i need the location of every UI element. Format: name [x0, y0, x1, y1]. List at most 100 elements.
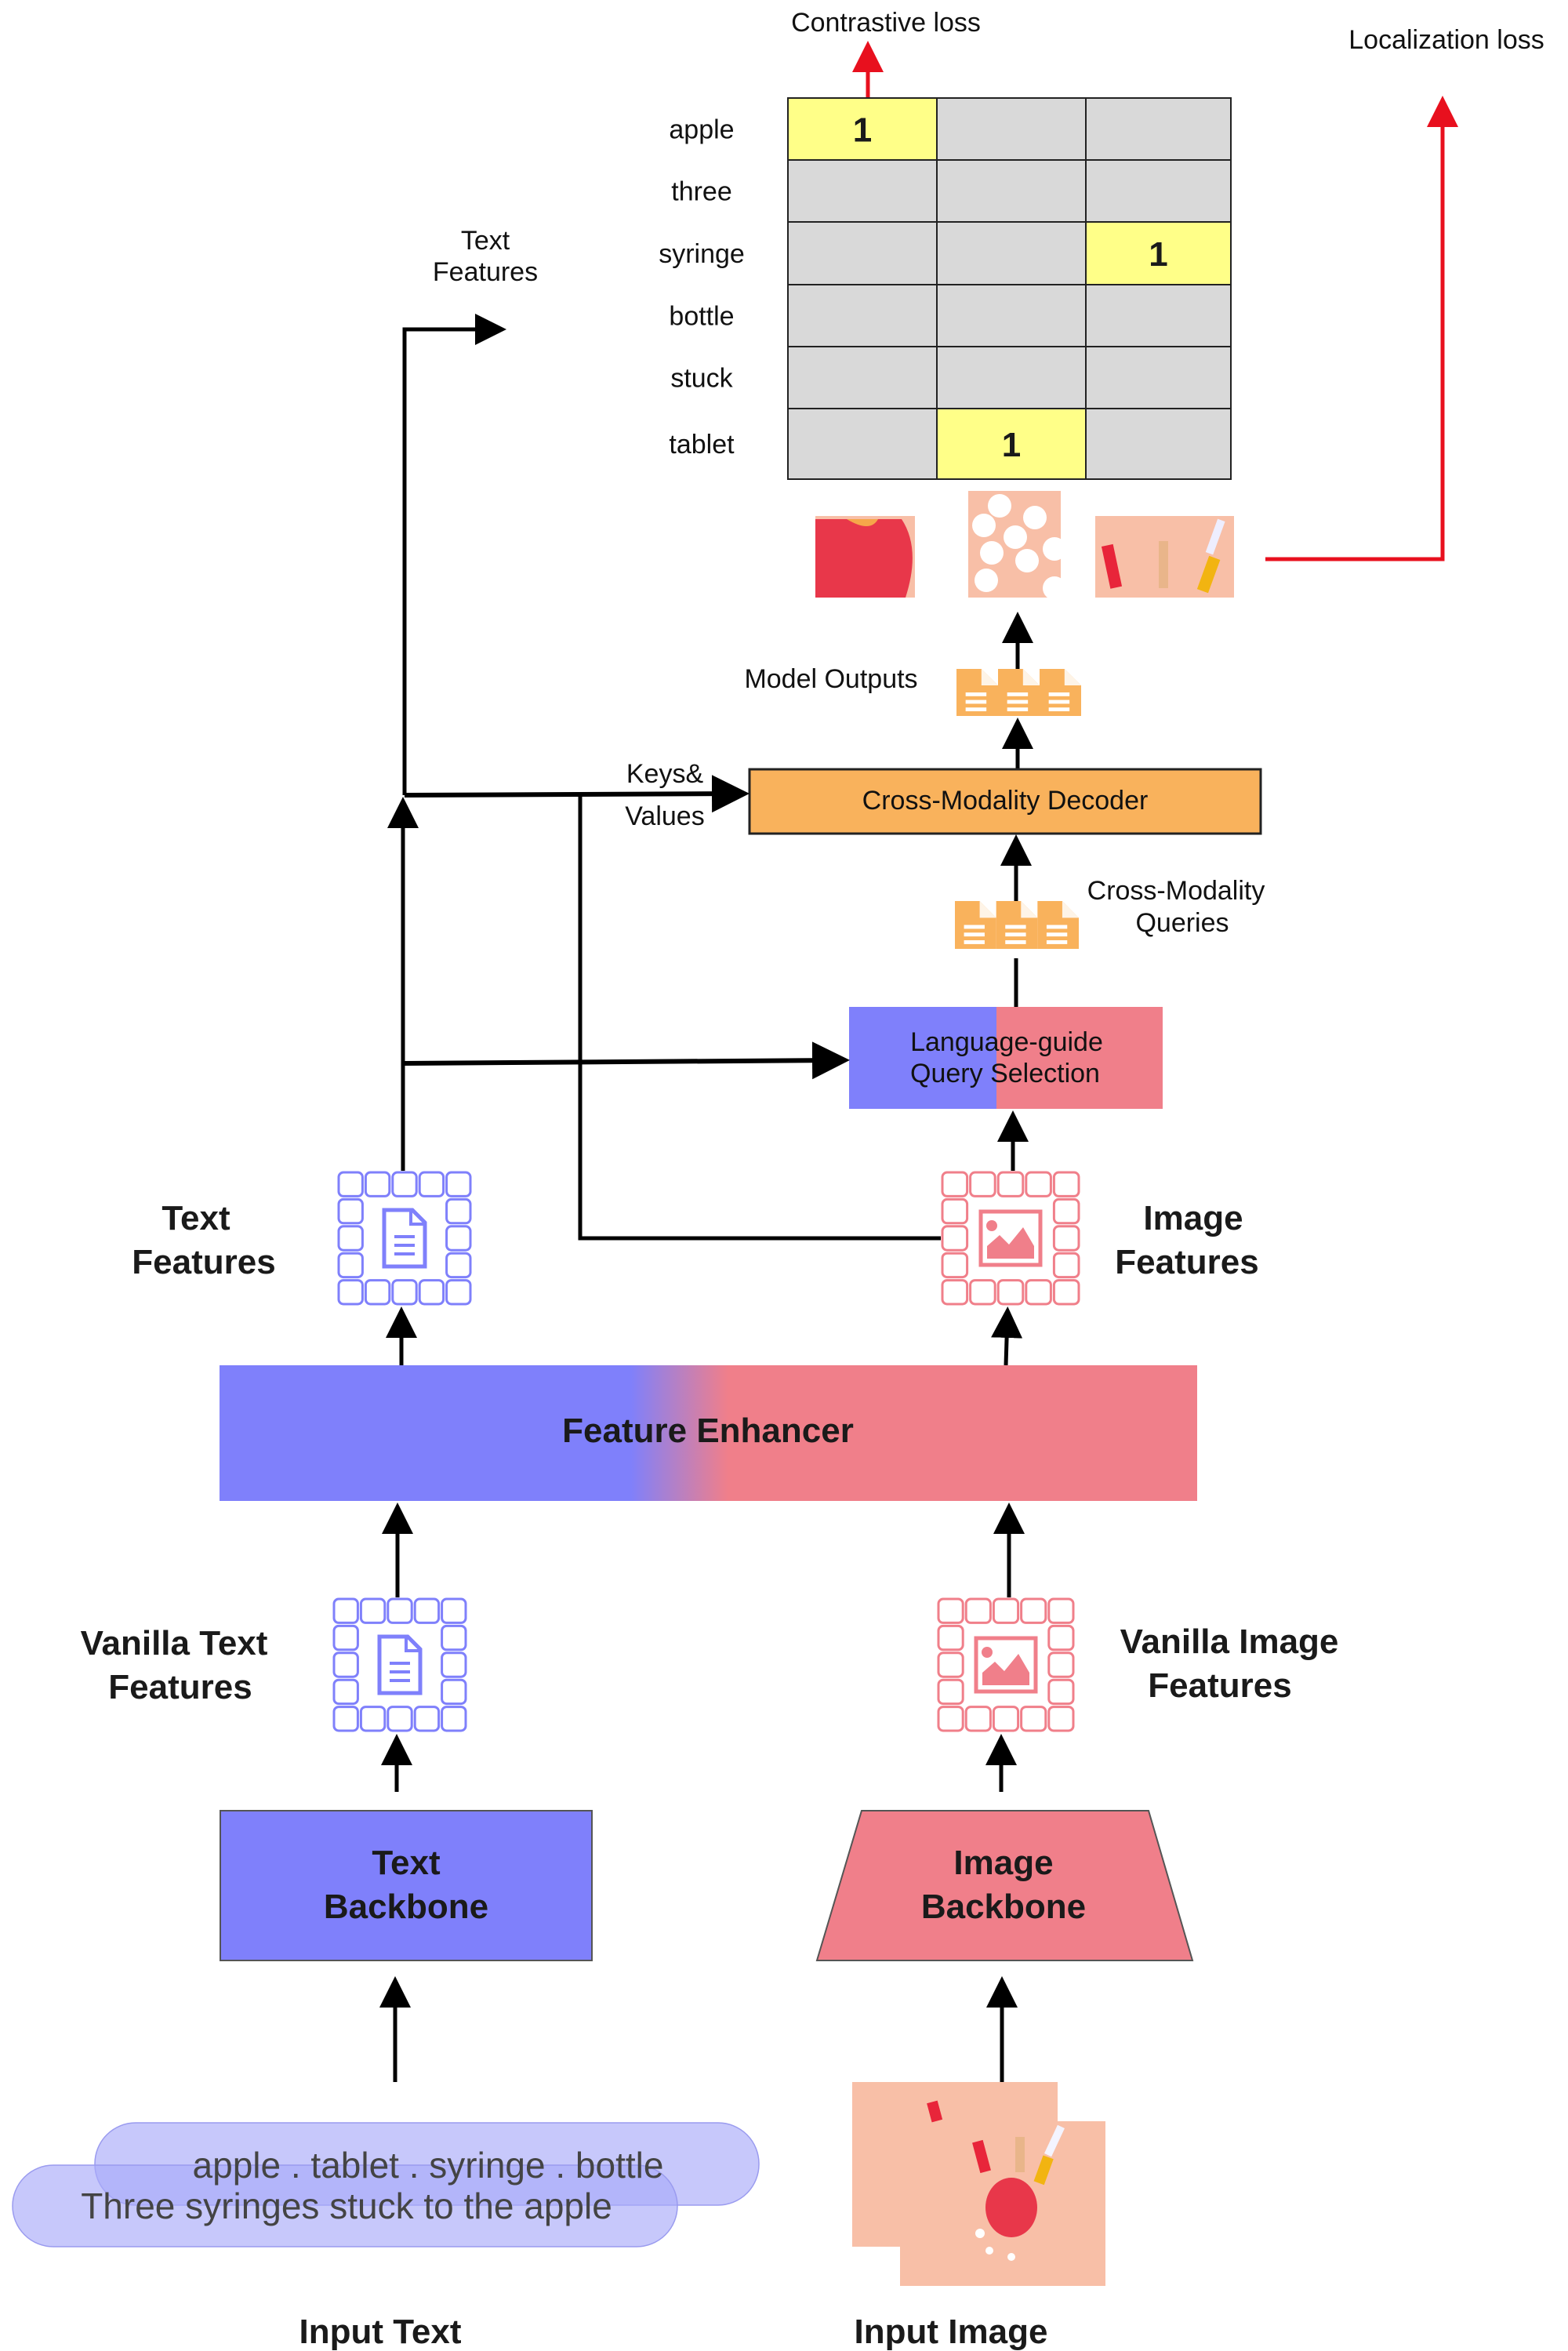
- feature-cell: [1025, 1171, 1052, 1197]
- feature-cell: [441, 1597, 467, 1624]
- matrix-row-label-apple: apple: [669, 115, 734, 145]
- feature-cell: [1047, 1624, 1075, 1652]
- localization-loss-label: Localization loss: [1348, 25, 1544, 55]
- caption-prompt-text: Three syringes stuck to the apple: [81, 2186, 612, 2226]
- feature-cell: [937, 1706, 964, 1732]
- image-features-to-decoder-line: [578, 794, 941, 1241]
- feature-cell: [332, 1597, 359, 1624]
- document-icon: [955, 901, 996, 949]
- model-outputs-label: Model Outputs: [744, 664, 917, 694]
- feature-cell: [1052, 1171, 1080, 1197]
- feature-cell: [337, 1225, 364, 1252]
- feature-cell: [1052, 1252, 1080, 1279]
- matrix-cell: [1085, 97, 1232, 161]
- matrix-cell: [787, 159, 938, 223]
- matrix-cell: [1085, 159, 1232, 223]
- matrix-cell: [787, 284, 938, 347]
- document-stack-icon: [955, 901, 1079, 949]
- text-features-grid: [337, 1171, 472, 1306]
- feature-cell: [418, 1279, 445, 1306]
- matrix-cell: [1085, 408, 1232, 480]
- crop-apple: [815, 516, 915, 598]
- feature-cell: [1052, 1279, 1080, 1306]
- feature-cell: [996, 1279, 1025, 1306]
- vanilla-text-features-label-line2: Features: [108, 1668, 252, 1706]
- feature-cell: [445, 1197, 472, 1225]
- feature-cell: [364, 1279, 391, 1306]
- text-to-selection-arrow: [404, 1041, 850, 1080]
- input-image: [852, 2082, 1105, 2286]
- feature-cell: [941, 1171, 969, 1197]
- text-backbone-label-line1: Text: [372, 1844, 441, 1882]
- feature-enhancer-box: [220, 1365, 1197, 1501]
- feature-cell: [337, 1197, 364, 1225]
- document-stack-icon: [956, 669, 1081, 716]
- input-text-label: Input Text: [299, 2313, 462, 2351]
- feature-cell: [996, 1171, 1025, 1197]
- feature-cell: [941, 1252, 969, 1279]
- feature-cell: [441, 1678, 467, 1706]
- feature-cell: [937, 1652, 964, 1678]
- feature-cell: [941, 1225, 969, 1252]
- feature-cell: [964, 1706, 992, 1732]
- matrix-cell: [936, 284, 1087, 347]
- feature-cell: [445, 1279, 472, 1306]
- feature-cell: [359, 1706, 387, 1732]
- matrix-cell: [936, 159, 1087, 223]
- document-icon: [382, 1208, 427, 1269]
- feature-cell: [441, 1706, 467, 1732]
- matrix-row-label-syringe: syringe: [659, 239, 745, 269]
- document-icon: [998, 669, 1040, 716]
- query-selection-box: [849, 1007, 1163, 1109]
- matrix-cell: [936, 346, 1087, 409]
- feature-cell: [413, 1597, 441, 1624]
- matrix-cell: [1085, 346, 1232, 409]
- feature-cell: [332, 1624, 359, 1652]
- matrix-cell: [936, 97, 1087, 161]
- feature-cell: [941, 1279, 969, 1306]
- matrix-cell: [787, 221, 938, 285]
- feature-cell: [359, 1597, 387, 1624]
- feature-cell: [1025, 1279, 1052, 1306]
- input-image-label: Input Image: [855, 2313, 1048, 2351]
- feature-cell: [964, 1597, 992, 1624]
- cross-modality-queries-label-line2: Queries: [1135, 908, 1229, 938]
- image-backbone-label-line2: Backbone: [921, 1888, 1086, 1926]
- feature-cell: [332, 1678, 359, 1706]
- feature-cell: [418, 1171, 445, 1197]
- text-features-top-label-line2: Features: [433, 257, 538, 287]
- feature-cell: [1047, 1597, 1075, 1624]
- matrix-row-label-tablet: tablet: [669, 430, 735, 460]
- feature-cell: [364, 1171, 391, 1197]
- vanilla-image-features-label-line2: Features: [1148, 1666, 1291, 1705]
- feature-cell: [941, 1197, 969, 1225]
- document-icon: [996, 901, 1038, 949]
- feature-cell: [445, 1225, 472, 1252]
- feature-cell: [445, 1252, 472, 1279]
- feature-cell: [332, 1706, 359, 1732]
- keys-values-arrow: [404, 775, 750, 813]
- matrix-cell: [1085, 221, 1232, 285]
- matrix-cell: [936, 408, 1087, 480]
- feature-cell: [1020, 1597, 1047, 1624]
- feature-cell: [387, 1706, 413, 1732]
- feature-cell: [413, 1706, 441, 1732]
- feature-cell: [937, 1678, 964, 1706]
- feature-cell: [332, 1652, 359, 1678]
- crop-syringes: [1095, 516, 1234, 598]
- image-backbone-label-line1: Image: [953, 1844, 1053, 1882]
- feature-cell: [337, 1171, 364, 1197]
- query-selection-label-line2: Query Selection: [910, 1059, 1100, 1088]
- values-label: Values: [625, 801, 704, 831]
- feature-cell: [1047, 1706, 1075, 1732]
- matrix-row-label-three: three: [671, 177, 732, 207]
- matrix-cell: [787, 346, 938, 409]
- vanilla-text-features-grid: [332, 1597, 467, 1732]
- matrix-cell-value: 1: [853, 111, 872, 150]
- cross-modality-queries-label-line1: Cross-Modality: [1087, 876, 1265, 906]
- contrastive-loss-label: Contrastive loss: [791, 8, 981, 38]
- localization-loss-arrow: [1265, 96, 1458, 561]
- text-features-label-line1: Text: [162, 1199, 230, 1237]
- image-features-label-line1: Image: [1143, 1199, 1243, 1237]
